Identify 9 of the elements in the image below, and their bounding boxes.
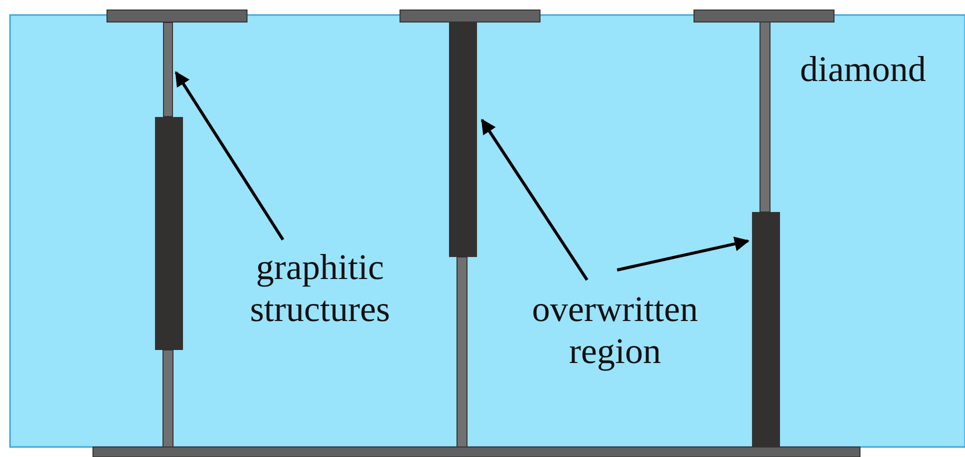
leader-arrow xyxy=(480,118,588,281)
overwritten-segment xyxy=(752,212,780,447)
overwritten-segment xyxy=(449,22,477,257)
caption-text: overwritten region xyxy=(531,288,699,372)
material-label: diamond xyxy=(800,48,926,90)
leader-arrow xyxy=(174,71,284,240)
leader-arrow xyxy=(616,236,750,272)
caption-text: graphitic structures xyxy=(249,246,391,330)
graphitic-wire xyxy=(163,22,173,117)
